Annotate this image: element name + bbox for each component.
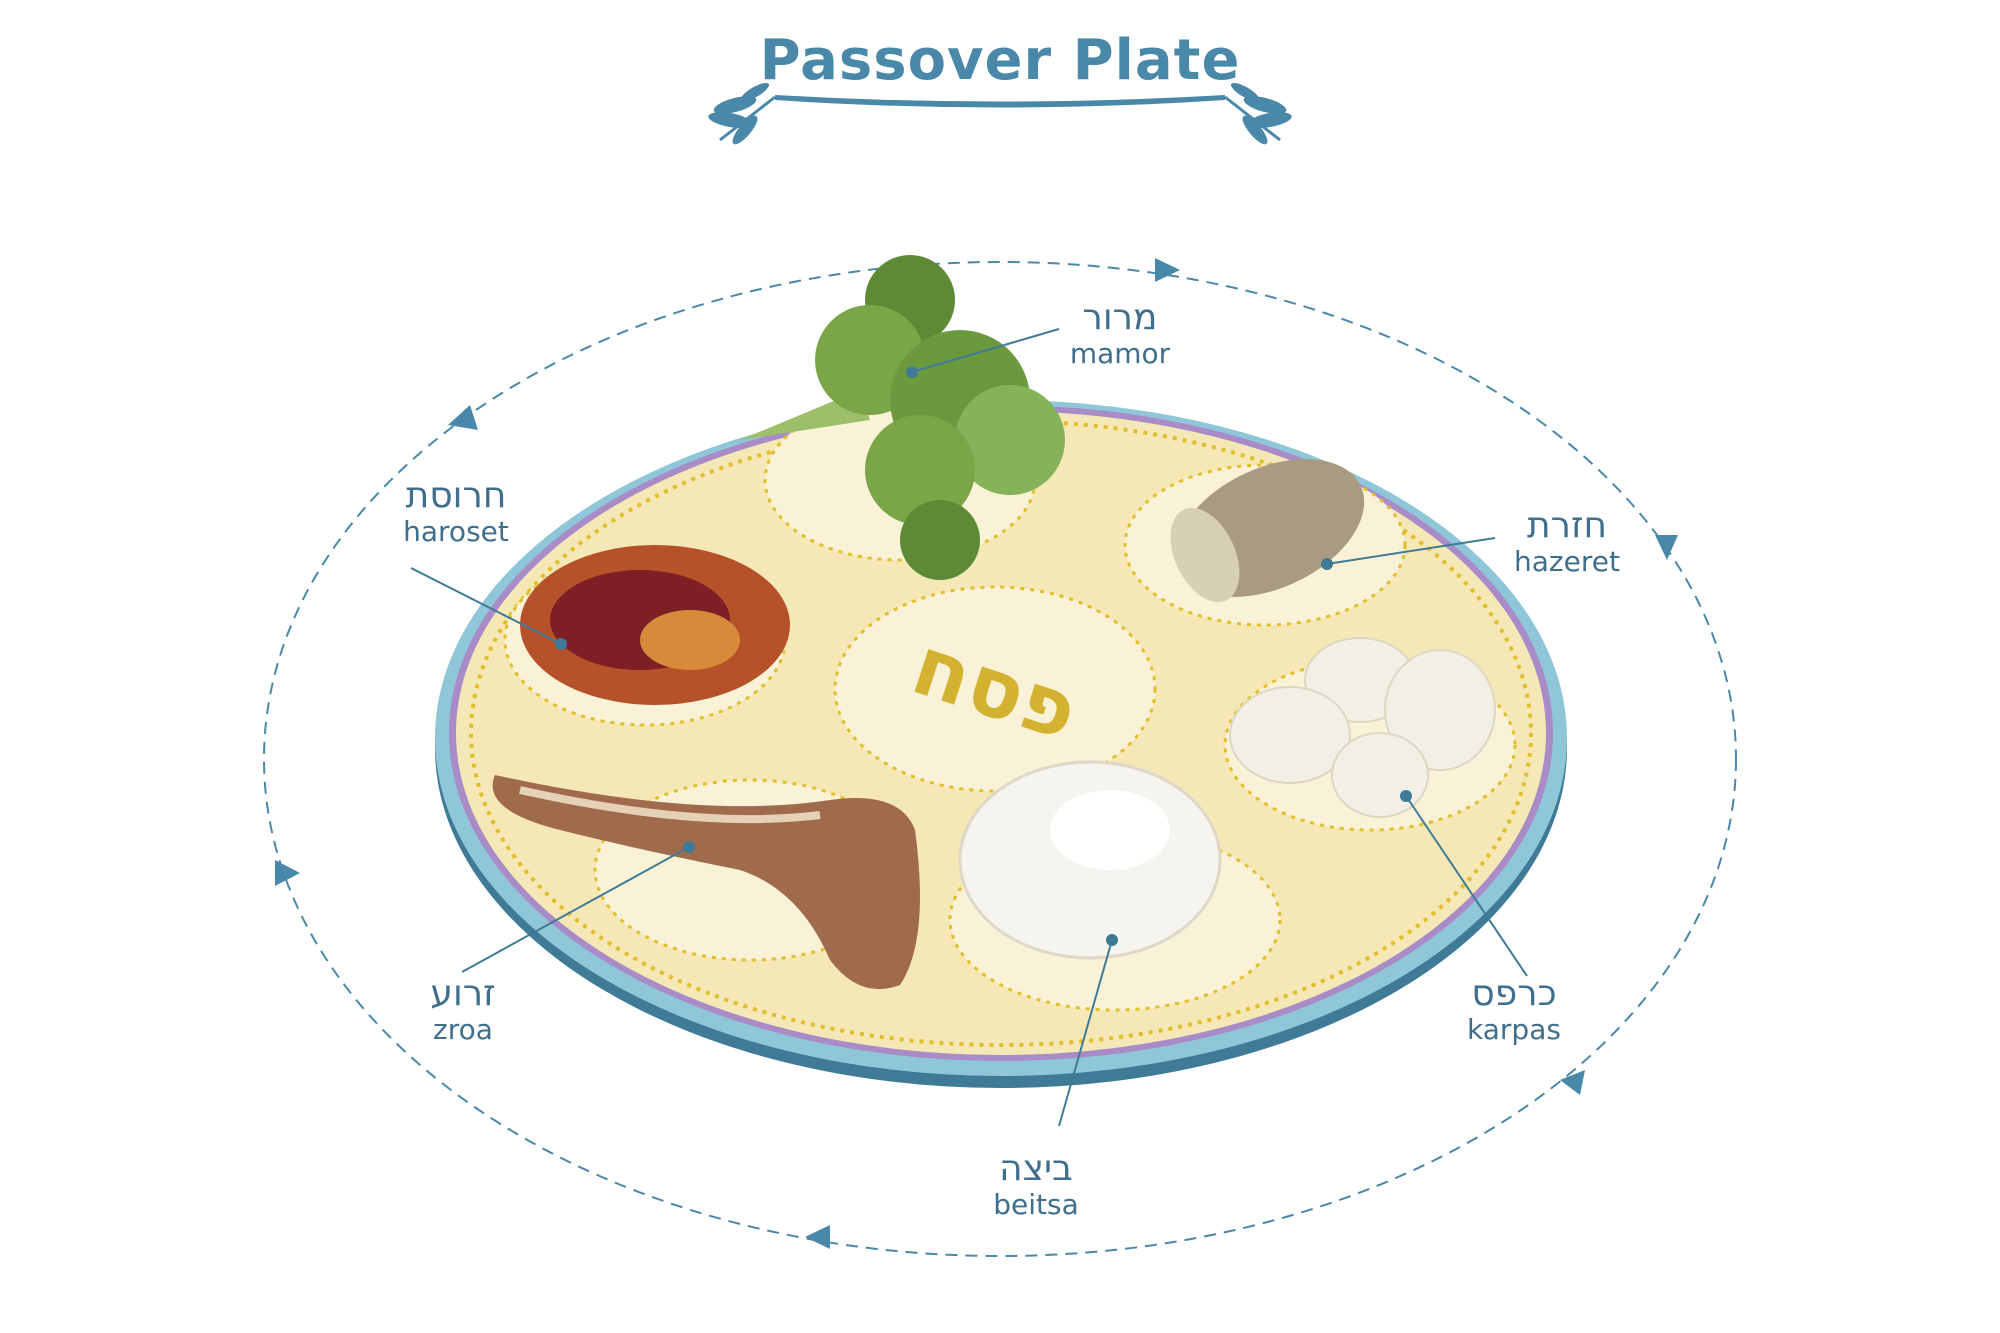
label-zroa: זרוע zroa [430,976,495,1044]
label-latin: haroset [403,515,509,548]
title-flourish [708,82,1292,145]
arrow-icon [1655,535,1678,560]
cycle-arrows [275,258,1678,1249]
food-haroset-icon [520,545,790,705]
label-mamor: מרור mamor [1070,300,1170,368]
label-latin: mamor [1069,337,1171,370]
label-hebrew: ביצה [999,1148,1073,1189]
label-hebrew: מרור [1082,297,1158,338]
label-hazeret: חזרת hazeret [1514,508,1620,576]
dashed-cycle-ellipse [263,261,1737,1257]
arrow-icon [1155,258,1180,282]
arrow-icon [805,1225,830,1249]
food-beitsa-egg-icon [958,760,1222,960]
label-hebrew: כרפס [1471,973,1557,1014]
label-haroset: חרוסת haroset [403,478,509,546]
label-latin: hazeret [1514,545,1620,578]
food-hazeret-root-icon [1170,459,1365,603]
arrow-icon [448,405,478,430]
label-latin: beitsa [993,1188,1079,1221]
label-beitsa: ביצה beitsa [993,1151,1079,1219]
arrow-icon [275,860,300,886]
leaf-branch-left-icon [708,82,776,145]
diagram-title: Passover Plate [759,28,1241,93]
label-hebrew: זרוע [430,973,496,1014]
arrow-icon [1560,1070,1585,1095]
food-maror-lettuce-icon [740,255,1065,580]
leaf-branch-right-icon [1224,82,1292,145]
center-well [833,585,1157,793]
label-karpas: כרפס karpas [1467,976,1561,1044]
leader-lines [410,328,1528,1127]
label-hebrew: חרוסת [405,475,507,516]
label-hebrew: חזרת [1527,505,1607,546]
label-latin: karpas [1467,1013,1561,1046]
label-latin: zroa [433,1013,493,1046]
food-zroa-bone-icon [492,775,920,990]
